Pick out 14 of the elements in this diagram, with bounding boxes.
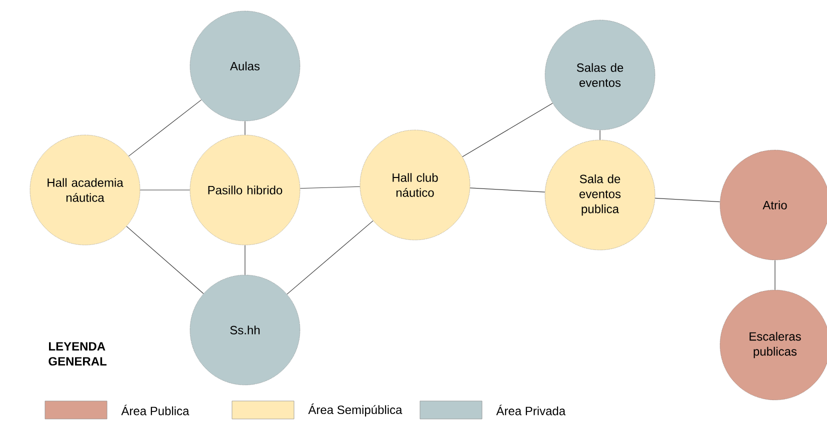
- connector-line: [774, 260, 776, 290]
- legend-text: Área Publica: [121, 404, 190, 416]
- legend-heading: LEYENDA GENERAL: [48, 342, 106, 366]
- connector-line: [654, 198, 720, 202]
- legend-text: Área Semipública: [308, 404, 402, 416]
- connector-line: [244, 244, 246, 276]
- connector-line: [244, 120, 246, 136]
- connector-line: [286, 220, 374, 294]
- connector-line: [470, 188, 546, 192]
- connector-line: [128, 100, 202, 156]
- connector-line: [462, 102, 553, 158]
- connector-line: [300, 186, 360, 189]
- legend-text: Área Privada: [496, 404, 566, 416]
- connector-line: [126, 226, 204, 294]
